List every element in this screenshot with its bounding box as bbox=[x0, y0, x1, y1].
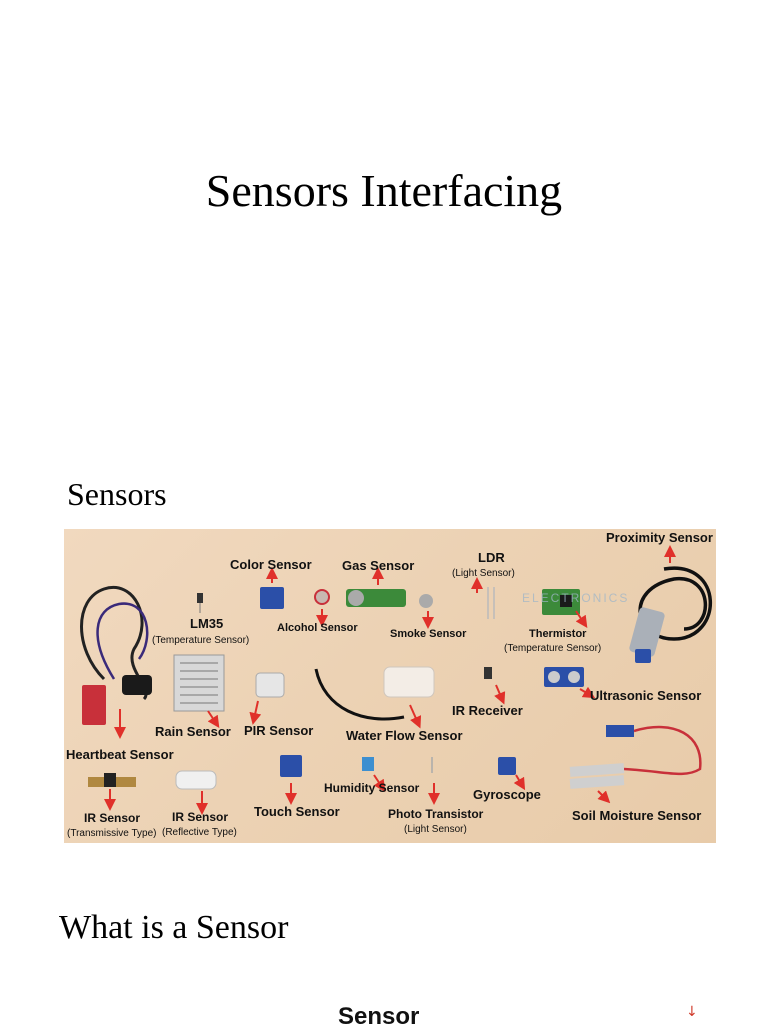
label-ir-transmissive: IR Sensor bbox=[84, 811, 141, 825]
heartbeat-board bbox=[82, 685, 106, 725]
label-ldr-sub: (Light Sensor) bbox=[452, 568, 515, 579]
proximity-sensor-body bbox=[629, 607, 665, 657]
slide-title: Sensors Interfacing bbox=[205, 165, 563, 216]
color-sensor-board bbox=[260, 587, 284, 609]
label-smoke: Smoke Sensor bbox=[390, 628, 467, 640]
smoke-sensor-part bbox=[419, 594, 433, 608]
section-heading-what-is-sensor: What is a Sensor bbox=[59, 909, 289, 946]
heartbeat-cable bbox=[80, 585, 148, 701]
soil-moisture-probe bbox=[569, 763, 625, 777]
next-diagram-title: Sensor bbox=[338, 1003, 420, 1030]
label-lm35: LM35 bbox=[190, 616, 224, 631]
water-flow-sensor-body bbox=[383, 666, 435, 698]
gyroscope-board bbox=[498, 757, 516, 775]
label-photo-transistor-sub: (Light Sensor) bbox=[404, 824, 467, 835]
pir-sensor-dome bbox=[255, 672, 285, 698]
label-color: Color Sensor bbox=[230, 557, 312, 572]
water-flow-cable bbox=[314, 668, 405, 721]
label-touch: Touch Sensor bbox=[254, 804, 340, 819]
section-heading-sensors: Sensors bbox=[67, 476, 167, 512]
label-thermistor-sub: (Temperature Sensor) bbox=[504, 643, 602, 654]
label-heartbeat: Heartbeat Sensor bbox=[66, 747, 174, 762]
label-humidity: Humidity Sensor bbox=[324, 781, 420, 795]
touch-sensor-board bbox=[280, 755, 302, 777]
label-photo-transistor: Photo Transistor bbox=[388, 807, 484, 821]
ir-receiver-part bbox=[484, 667, 492, 679]
ir-reflective-board bbox=[175, 770, 217, 790]
label-proximity: Proximity Sensor bbox=[606, 530, 713, 545]
label-ultrasonic: Ultrasonic Sensor bbox=[590, 688, 702, 703]
label-rain: Rain Sensor bbox=[155, 724, 231, 739]
photo-watermark: ELECTRONICS bbox=[522, 591, 630, 605]
label-ir-reflective-sub: (Reflective Type) bbox=[162, 827, 237, 838]
label-alcohol: Alcohol Sensor bbox=[277, 622, 358, 634]
label-pir: PIR Sensor bbox=[244, 723, 314, 738]
rain-sensor-plate bbox=[173, 654, 225, 712]
sensors-illustration bbox=[80, 545, 712, 815]
label-ir-receiver: IR Receiver bbox=[452, 703, 523, 718]
label-ir-transmissive-sub: (Transmissive Type) bbox=[67, 828, 157, 839]
label-soil: Soil Moisture Sensor bbox=[572, 808, 702, 823]
label-lm35-sub: (Temperature Sensor) bbox=[152, 635, 250, 646]
humidity-sensor-part bbox=[362, 757, 374, 771]
label-ir-reflective: IR Sensor bbox=[172, 810, 229, 824]
label-ldr: LDR bbox=[478, 550, 505, 565]
label-gyroscope: Gyroscope bbox=[473, 787, 541, 802]
sensors-photo: ELECTRONICS Proximity Sensor Color Senso… bbox=[64, 529, 716, 843]
label-gas: Gas Sensor bbox=[342, 558, 415, 573]
label-water-flow: Water Flow Sensor bbox=[346, 728, 463, 743]
alcohol-sensor-part bbox=[314, 589, 330, 605]
lm35-part bbox=[197, 593, 203, 603]
down-arrow-icon: ↓ bbox=[686, 1004, 698, 1020]
soil-moisture-board bbox=[606, 725, 634, 737]
label-thermistor: Thermistor bbox=[529, 628, 587, 640]
